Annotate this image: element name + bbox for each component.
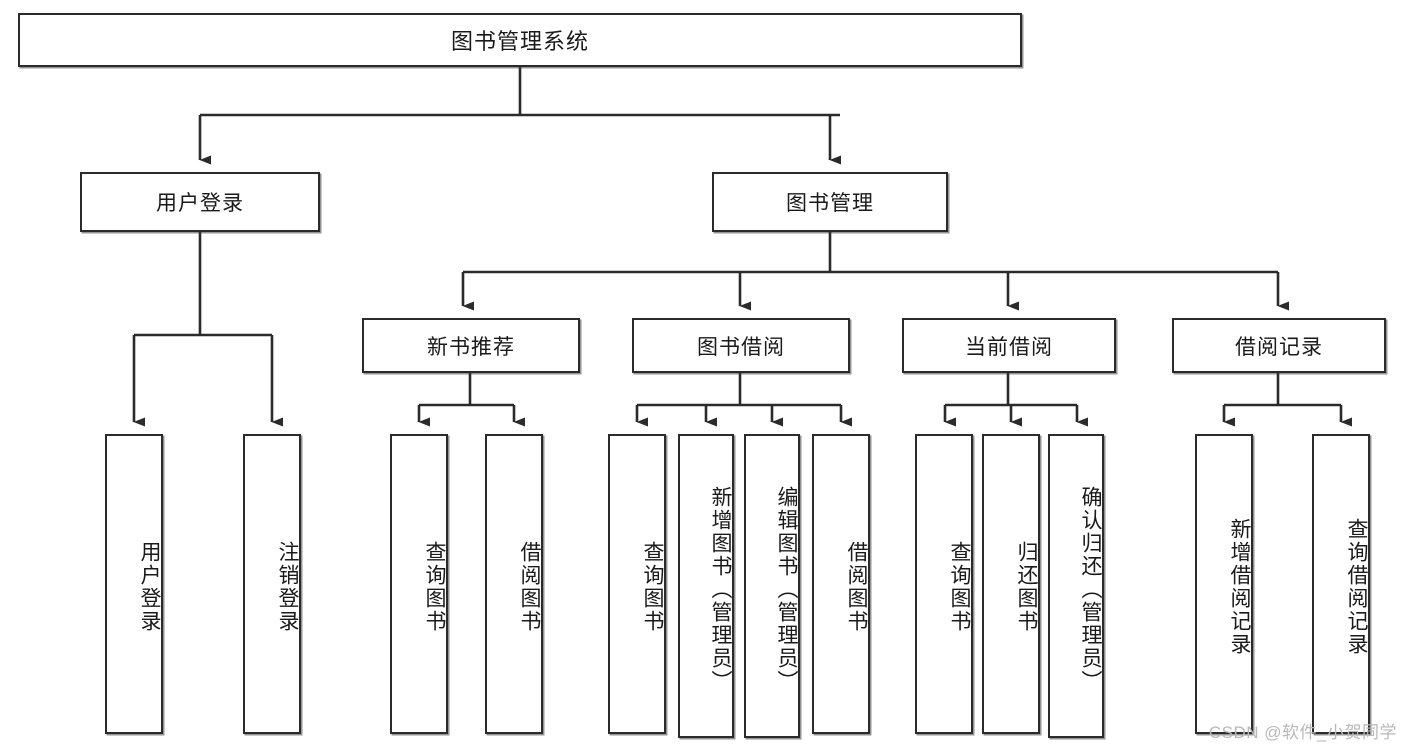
node-label: 编辑图书（管理员） bbox=[775, 485, 798, 693]
leaf-current-confirm-return-admin[interactable]: 确认归还（管理员） bbox=[1048, 434, 1104, 738]
leaf-recommend-borrow-book[interactable]: 借阅图书 bbox=[485, 434, 543, 734]
node-label: 归还图书 bbox=[1015, 541, 1038, 633]
node-label: 图书借阅 bbox=[697, 335, 785, 359]
node-label: 查询图书 bbox=[423, 541, 446, 633]
node-label: 用户登录 bbox=[156, 192, 244, 215]
node-label: 新增图书（管理员） bbox=[709, 485, 732, 693]
node-label: 用户登录 bbox=[138, 541, 161, 633]
node-label: 查询图书 bbox=[948, 541, 971, 633]
node-label: 借阅图书 bbox=[845, 541, 868, 633]
node-label: 查询图书 bbox=[641, 541, 664, 633]
leaf-record-add-record[interactable]: 新增借阅记录 bbox=[1195, 434, 1253, 734]
leaf-recommend-query-book[interactable]: 查询图书 bbox=[390, 434, 448, 734]
node-label: 注销登录 bbox=[276, 541, 299, 633]
leaf-user-logout[interactable]: 注销登录 bbox=[243, 434, 301, 734]
leaf-record-query-record[interactable]: 查询借阅记录 bbox=[1312, 434, 1370, 734]
leaf-borrow-add-book-admin[interactable]: 新增图书（管理员） bbox=[678, 434, 734, 738]
leaf-borrow-edit-book-admin[interactable]: 编辑图书（管理员） bbox=[744, 434, 800, 738]
node-label: 借阅图书 bbox=[518, 541, 541, 633]
leaf-borrow-borrow-book[interactable]: 借阅图书 bbox=[812, 434, 870, 734]
leaf-current-query-book[interactable]: 查询图书 bbox=[915, 434, 973, 734]
node-label: 查询借阅记录 bbox=[1345, 518, 1368, 656]
node-label: 新书推荐 bbox=[427, 335, 515, 359]
node-label: 借阅记录 bbox=[1235, 335, 1323, 359]
leaf-user-login[interactable]: 用户登录 bbox=[105, 434, 163, 734]
node-root-system[interactable]: 图书管理系统 bbox=[18, 13, 1022, 67]
node-label: 确认归还（管理员） bbox=[1079, 485, 1102, 693]
leaf-current-return-book[interactable]: 归还图书 bbox=[982, 434, 1040, 734]
node-borrow-record[interactable]: 借阅记录 bbox=[1172, 318, 1386, 373]
node-label: 图书管理系统 bbox=[450, 29, 589, 54]
node-current-borrow[interactable]: 当前借阅 bbox=[902, 318, 1116, 373]
node-label: 图书管理 bbox=[786, 192, 874, 215]
csdn-watermark: CSDN @软件_小贺同学 bbox=[1208, 723, 1397, 742]
node-user-login[interactable]: 用户登录 bbox=[80, 172, 320, 232]
node-new-book-recommend[interactable]: 新书推荐 bbox=[362, 318, 580, 373]
node-label: 当前借阅 bbox=[965, 335, 1053, 359]
node-book-management[interactable]: 图书管理 bbox=[712, 172, 948, 232]
node-book-borrow[interactable]: 图书借阅 bbox=[632, 318, 850, 373]
node-label: 新增借阅记录 bbox=[1228, 518, 1251, 656]
leaf-borrow-query-book[interactable]: 查询图书 bbox=[608, 434, 666, 734]
